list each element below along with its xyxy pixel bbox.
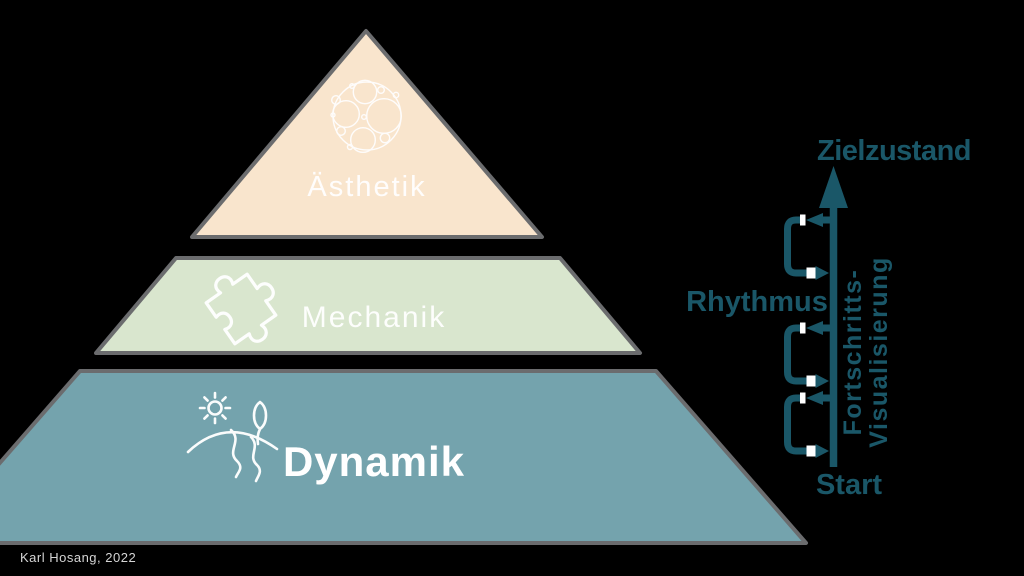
arrow-head-up: [819, 166, 848, 208]
layer-label-aesthetik: Ästhetik: [307, 171, 427, 203]
feedback-loop: [784, 391, 831, 458]
progress-visualization-label-line1: Fortschritts-: [839, 268, 867, 436]
winding-path-right: [249, 435, 262, 483]
pyramid-layer-dynamik-shape: [0, 369, 808, 545]
layer-label-dynamik: Dynamik: [282, 438, 466, 485]
progress-visualization-label-line2: Visualisierung: [865, 256, 893, 448]
feedback-loop: [784, 213, 831, 280]
landscape-icon: [186, 391, 279, 483]
sun-icon: [198, 391, 232, 425]
hill-outline: [186, 430, 279, 454]
progress-visualization-label: Fortschritts- Visualisierung: [839, 212, 894, 492]
layer-label-mechanik: Mechanik: [301, 301, 447, 334]
feedback-loop: [784, 321, 831, 388]
rhythm-label: Rhythmus: [686, 286, 828, 318]
puzzle-icon: [204, 272, 278, 346]
winding-path-left: [229, 428, 242, 479]
sprout-leaf: [252, 400, 268, 431]
progress-arrow: [784, 166, 848, 467]
start-label: Start: [815, 469, 883, 501]
goal-state-label: Zielzustand: [816, 135, 972, 167]
circle-packing-icon: [330, 79, 403, 153]
pyramid-layer-aesthetik-shape: [190, 29, 544, 239]
credit-text: Karl Hosang, 2022: [20, 550, 137, 565]
